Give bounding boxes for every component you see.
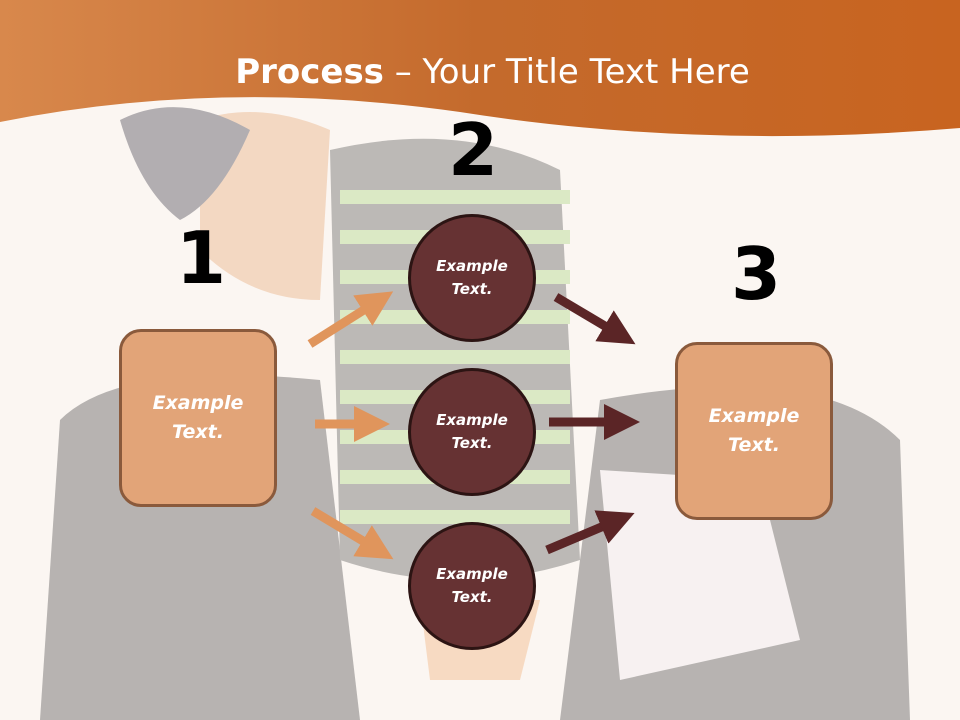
circle-3-line1: Example [436,565,508,583]
arrow-circle1-to-box3 [553,293,636,345]
title-rest: – Your Title Text Here [383,52,750,92]
circle-2: Example Text. [408,368,536,496]
circle-1-line2: Text. [451,280,493,298]
arrow-circle3-to-box3 [545,510,635,555]
circle-1: Example Text. [408,214,536,342]
arrow-box1-to-circle1 [307,291,394,348]
circle-2-line1: Example [436,411,508,429]
circle-1-line1: Example [436,257,508,275]
step-number-1: 1 [176,216,227,300]
step-3-label-line2: Text. [728,434,780,456]
step-number-2: 2 [448,108,499,192]
step-1-label-line1: Example [152,392,244,414]
step-1-box: Example Text. [119,329,277,507]
step-3-box: Example Text. [675,342,833,520]
circle-2-line2: Text. [451,434,493,452]
circle-3-line2: Text. [451,588,493,606]
step-1-label-line2: Text. [172,421,224,443]
arrow-box1-to-circle3 [310,507,394,560]
header-band [0,0,960,137]
page-title: Process – Your Title Text Here [0,52,960,92]
step-number-3: 3 [731,232,782,316]
step-3-label-line1: Example [708,405,800,427]
circle-3: Example Text. [408,522,536,650]
title-bold: Process [235,52,384,92]
